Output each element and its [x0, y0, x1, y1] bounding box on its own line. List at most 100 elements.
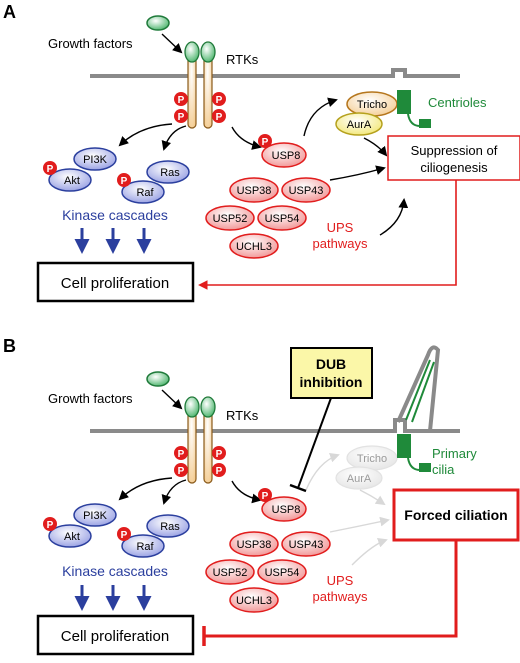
centrosome-to-suppression-arrow [363, 137, 388, 157]
phospho-icon [212, 446, 226, 460]
phospho-icon [43, 517, 57, 531]
growth-factor-icon [146, 371, 170, 387]
usp54-label: USP54 [265, 213, 300, 225]
ciliation-inhibits-proliferation-line [204, 540, 458, 638]
aura-node [335, 112, 383, 136]
membrane [90, 68, 460, 78]
arrow-to-pi3k [118, 123, 173, 147]
dub-inhibition-label-line1: DUB [316, 356, 346, 372]
usp38-label: USP38 [237, 185, 272, 197]
ups-to-suppression-arrow [379, 198, 409, 236]
phospho-label: P [178, 95, 185, 106]
arrow-to-ras [161, 479, 187, 505]
suppression-to-proliferation-arrow [198, 180, 457, 290]
phospho-label: P [178, 449, 185, 460]
akt-label: Akt [64, 175, 80, 187]
phospho-label: P [216, 449, 223, 460]
phospho-icon [212, 92, 226, 106]
phospho-icon [212, 463, 226, 477]
ras-node [146, 514, 190, 538]
phospho-icon [258, 488, 272, 502]
aura-label: AurA [347, 473, 372, 485]
ras-node [146, 160, 190, 184]
phospho-icon [174, 109, 188, 123]
usp8-to-tricho-arrow [305, 452, 340, 491]
cell-proliferation-label: Cell proliferation [61, 628, 169, 645]
phospho-label: P [121, 530, 128, 541]
phospho-icon [174, 463, 188, 477]
usp8-node [261, 142, 307, 168]
receptor-phospho-group: P P P P [174, 92, 226, 123]
ups-label-line1: UPS [327, 573, 354, 588]
uchl3-node [229, 587, 279, 613]
kinase-cascades-label: Kinase cascades [62, 563, 168, 579]
ups-label-line2: pathways [313, 589, 368, 604]
pi3k-node [73, 147, 117, 171]
usp54-node [257, 205, 307, 231]
daughter-centriole-icon [419, 463, 431, 472]
usp43-label: USP43 [289, 185, 324, 197]
growth-factors-label: Growth factors [48, 36, 133, 51]
cell-proliferation-box [36, 614, 195, 656]
usp8-to-tricho-arrow [303, 97, 338, 137]
usp-to-ciliation-arrow [329, 516, 390, 533]
usp52-label: USP52 [213, 213, 248, 225]
primary-cilia-label-line2: cilia [432, 462, 455, 477]
pi3k-label: PI3K [83, 510, 108, 522]
phospho-label: P [262, 491, 269, 502]
uchl3-node [229, 233, 279, 259]
pi3k-label: PI3K [83, 154, 108, 166]
usp43-label: USP43 [289, 539, 324, 551]
axoneme-line [411, 361, 435, 423]
kinase-cascades-label: Kinase cascades [62, 207, 168, 223]
ups-to-ciliation-arrow [351, 538, 388, 566]
phospho-icon [43, 161, 57, 175]
inhibition-bar-icon [289, 483, 307, 493]
usp43-node [281, 177, 331, 203]
growth-factor-arrow [161, 389, 183, 410]
usp8-node [261, 496, 307, 522]
panel-a: A Growth factors RTKs P P P P [3, 2, 520, 303]
raf-label: Raf [136, 187, 154, 199]
rtk-receptor [184, 396, 216, 484]
arrow-to-usp8 [231, 126, 262, 150]
rtks-label: RTKs [226, 408, 259, 423]
usp8-label: USP8 [272, 504, 301, 516]
panel-b: B Growth factors RTKs P P P P [3, 336, 520, 656]
phospho-label: P [216, 112, 223, 123]
ras-label: Ras [160, 167, 180, 179]
phospho-icon [117, 173, 131, 187]
raf-label: Raf [136, 541, 154, 553]
usp52-label: USP52 [213, 567, 248, 579]
arrow-to-usp8 [231, 480, 262, 504]
panel-a-label: A [3, 2, 16, 22]
phospho-icon [174, 92, 188, 106]
ups-label-line1: UPS [327, 220, 354, 235]
centriole-mother-icon [397, 90, 411, 114]
basal-body-icon [397, 434, 411, 458]
growth-factor-arrow [161, 33, 183, 54]
aura-node [335, 466, 383, 490]
usp38-label: USP38 [237, 539, 272, 551]
suppression-label-line2: ciliogenesis [420, 160, 488, 175]
usp-to-suppression-arrow [329, 165, 386, 181]
arrow-to-pi3k [118, 477, 173, 501]
pi3k-node [73, 503, 117, 527]
ras-label: Ras [160, 521, 180, 533]
cell-proliferation-box [36, 261, 195, 303]
ups-label-line2: pathways [313, 236, 368, 251]
rtk-receptor [184, 41, 216, 129]
usp43-node [281, 531, 331, 557]
phospho-icon [258, 134, 272, 148]
tricho-label: Tricho [357, 99, 387, 111]
akt-node [48, 168, 92, 192]
forced-ciliation-box [392, 488, 520, 542]
phospho-label: P [47, 164, 54, 175]
primary-cilia-label-line1: Primary [432, 446, 477, 461]
cell-proliferation-label: Cell proliferation [61, 275, 169, 292]
phospho-label: P [216, 95, 223, 106]
suppression-box [387, 135, 520, 181]
uchl3-label: UCHL3 [236, 241, 272, 253]
rtks-label: RTKs [226, 52, 259, 67]
phospho-icon [174, 446, 188, 460]
